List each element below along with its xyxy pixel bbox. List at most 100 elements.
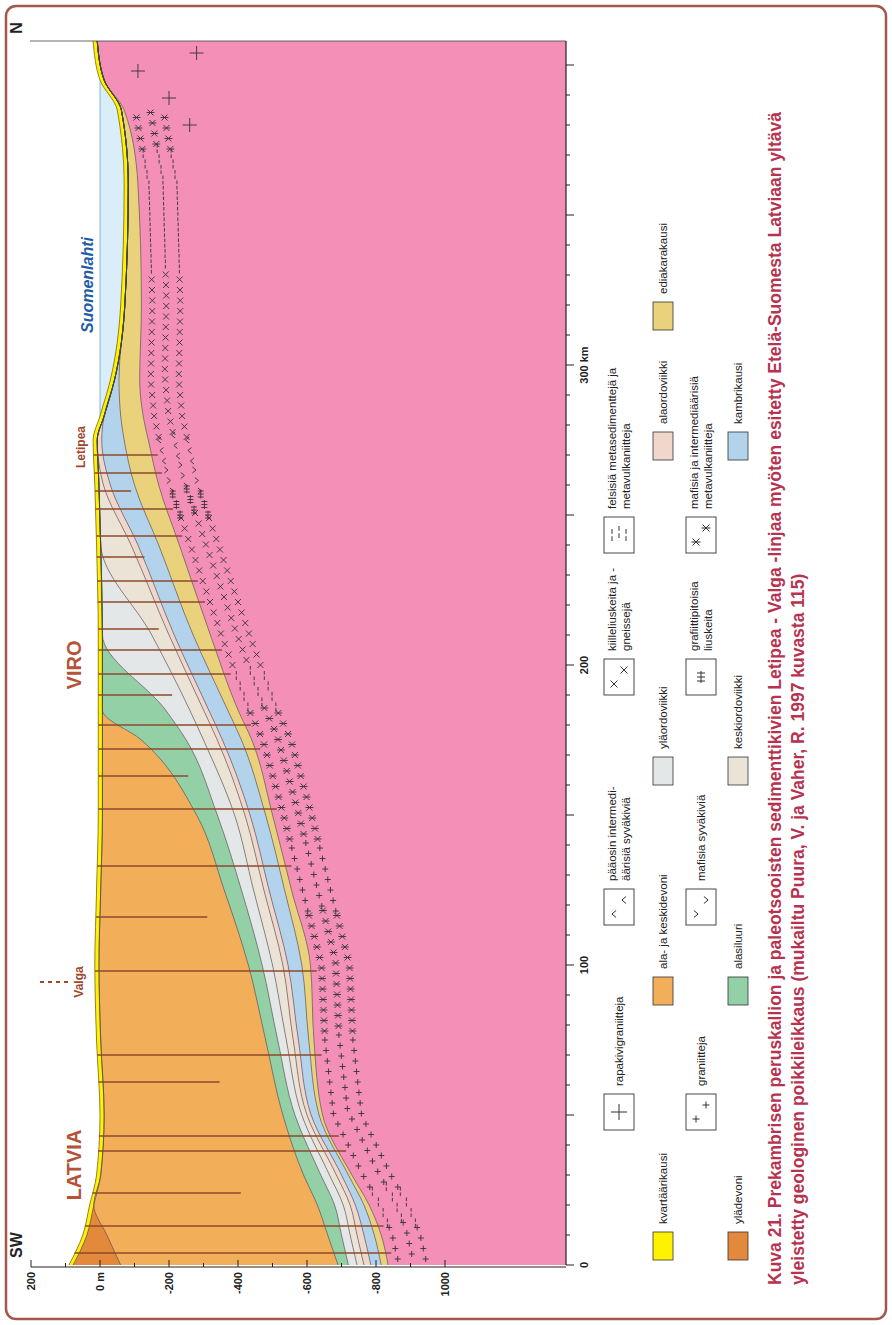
section-drawing-part bbox=[566, 275, 570, 276]
boreholes bbox=[74, 455, 391, 1253]
section-drawing-part bbox=[272, 1263, 273, 1267]
legend-swatch bbox=[728, 1232, 748, 1260]
section-drawing-part bbox=[203, 1263, 204, 1267]
borehole-line bbox=[96, 508, 173, 509]
distance-axis-label: 200 bbox=[578, 656, 591, 674]
country-label: LATVIA bbox=[63, 1130, 86, 1201]
section-drawing-part bbox=[307, 1260, 308, 1267]
legend-text: mafisia syväkiviä bbox=[694, 795, 708, 881]
legend-text: grafiittipitoisia liuskeita bbox=[687, 559, 715, 651]
town-label: Valga bbox=[73, 966, 87, 997]
direction-label: SW bbox=[8, 1232, 26, 1258]
section-drawing-part bbox=[566, 65, 574, 66]
borehole-line bbox=[98, 694, 172, 695]
boundary-line bbox=[97, 41, 348, 1265]
borehole-line bbox=[98, 748, 260, 749]
section-drawing-part bbox=[566, 875, 570, 876]
section-drawing-part bbox=[566, 815, 574, 816]
section-drawing-part bbox=[566, 245, 570, 246]
section-drawing-part bbox=[566, 575, 570, 576]
section-drawing-part bbox=[566, 665, 574, 666]
figure-frame bbox=[6, 6, 886, 1319]
depth-axis-label: -200 bbox=[163, 1272, 176, 1294]
section-drawing-part bbox=[566, 1175, 570, 1176]
section-drawing-part bbox=[566, 155, 570, 156]
legend-text: kambrikausi bbox=[731, 363, 745, 424]
section-drawing-part bbox=[566, 1055, 570, 1056]
section-drawing-part bbox=[169, 1260, 170, 1267]
sea-label: Suomenlahti bbox=[79, 237, 97, 333]
legend-text: kiilleliuskeita ja -gneissejä bbox=[605, 563, 633, 651]
section-drawing-part bbox=[566, 635, 570, 636]
section-drawing-part bbox=[566, 605, 570, 606]
legend-pattern-symbol bbox=[694, 897, 708, 918]
borehole-line bbox=[94, 454, 158, 455]
borehole-line bbox=[95, 490, 131, 491]
borehole-line bbox=[96, 535, 182, 536]
direction-label: N bbox=[8, 22, 26, 34]
borehole-line bbox=[98, 1150, 346, 1151]
depth-axis-label: 0 m bbox=[94, 1272, 107, 1291]
sediment-layers bbox=[69, 41, 388, 1265]
country-label: VIRO bbox=[63, 641, 86, 690]
section-drawing-part bbox=[565, 41, 566, 1265]
legend-swatch bbox=[653, 757, 673, 785]
legend-swatch bbox=[728, 432, 748, 460]
borehole-line bbox=[97, 580, 198, 581]
depth-axis-label: -800 bbox=[370, 1272, 383, 1294]
legend-text: alaordoviikki bbox=[656, 361, 670, 424]
air bbox=[30, 41, 100, 1265]
legend-pattern-symbol bbox=[612, 526, 626, 541]
legend-pattern-box bbox=[686, 889, 716, 925]
legend-pattern-symbol bbox=[611, 667, 628, 688]
section-drawing-part bbox=[445, 1260, 446, 1267]
borehole-line bbox=[85, 1225, 384, 1226]
section-drawing-part bbox=[376, 1260, 377, 1267]
border-marker bbox=[40, 981, 68, 983]
legend-pattern-symbol bbox=[611, 1104, 627, 1120]
legend-pattern-symbol bbox=[697, 671, 705, 683]
section-drawing-part bbox=[31, 1260, 32, 1267]
section-drawing-part bbox=[100, 1260, 101, 1267]
basement-rock-symbols bbox=[131, 46, 429, 1262]
boundary-line bbox=[97, 41, 338, 1265]
legend-pattern-box bbox=[686, 659, 716, 695]
legend-text: rapakivigraniitteja bbox=[612, 997, 626, 1087]
section-drawing-part bbox=[566, 695, 570, 696]
section-drawing-part bbox=[566, 1115, 574, 1116]
section-drawing-part bbox=[566, 545, 570, 546]
figure-caption: Kuva 21. Prekambrisen peruskallion ja pa… bbox=[764, 40, 810, 1285]
layer-boundaries bbox=[69, 41, 388, 1265]
legend-pattern-box bbox=[604, 889, 634, 925]
section-drawing-part bbox=[566, 455, 570, 456]
legend-swatch bbox=[728, 757, 748, 785]
legend-text: kvartäärikausi bbox=[656, 1153, 670, 1224]
section-drawing-part bbox=[566, 905, 570, 906]
section-drawing-part bbox=[566, 1085, 570, 1086]
section-drawing-part bbox=[566, 365, 574, 366]
borehole-line bbox=[98, 808, 277, 809]
borehole-line bbox=[98, 1081, 219, 1082]
borehole-line bbox=[92, 1192, 240, 1193]
legend-pattern-symbol bbox=[612, 897, 626, 918]
legend-samples bbox=[604, 302, 748, 1260]
borehole-line bbox=[98, 649, 222, 650]
legend-text: mafisia ja intermediäärisiä metavulkanii… bbox=[687, 349, 715, 509]
section-drawing-part bbox=[566, 785, 570, 786]
depth-axis-label: -600 bbox=[301, 1272, 314, 1294]
borehole-line bbox=[94, 472, 162, 473]
section-drawing-part bbox=[134, 1263, 135, 1267]
distance-axis-label: 100 bbox=[578, 956, 591, 974]
legend-text: pääosin intermedi- äärisiä syväkiviä bbox=[605, 761, 633, 881]
sea-level bbox=[100, 80, 101, 416]
boundary-line bbox=[97, 41, 388, 1265]
borehole-line bbox=[98, 628, 159, 629]
legend-pattern-box bbox=[604, 517, 634, 553]
borehole-line bbox=[95, 970, 317, 971]
section-drawing-part bbox=[410, 1263, 411, 1267]
legend-text: yläordoviikki bbox=[656, 686, 670, 749]
section-drawing-part bbox=[566, 995, 570, 996]
section-drawing-part bbox=[566, 725, 570, 726]
